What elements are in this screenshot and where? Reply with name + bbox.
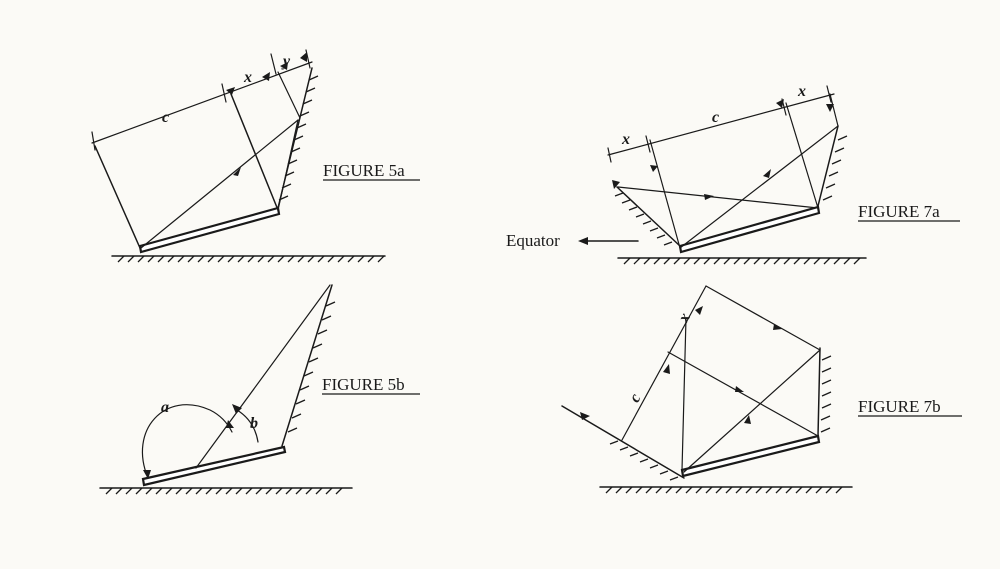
- ray-right: [277, 71, 301, 119]
- ray-arrow: [773, 324, 782, 330]
- ground-hatching: [605, 486, 843, 494]
- ground-hatching: [117, 255, 385, 263]
- ray-arrow: [735, 386, 744, 392]
- wall-hatching: [287, 301, 336, 433]
- figure-7b: c x FIGURE 7b: [561, 285, 962, 494]
- reflected-ray-right: [679, 125, 839, 249]
- dim-arrow: [695, 306, 703, 315]
- left-mirror: [616, 186, 681, 247]
- label-x: x: [243, 69, 252, 86]
- dim-arrow: [280, 62, 288, 70]
- equator-label: Equator: [506, 231, 560, 250]
- dim-arrow: [612, 180, 620, 189]
- angle-a-arc: [142, 404, 233, 479]
- reflected-ray-diag: [683, 349, 821, 473]
- dimension-line: [621, 285, 707, 441]
- reflected-ray: [667, 351, 819, 437]
- ray-arrow: [704, 194, 714, 200]
- ray-top: [705, 285, 821, 351]
- incident-ray: [195, 284, 331, 469]
- dim-arrow: [300, 52, 307, 62]
- label-c: c: [712, 109, 719, 126]
- left-mirror: [561, 405, 685, 479]
- dim-tick: [645, 135, 651, 153]
- label-x-right: x: [797, 83, 806, 100]
- label-c: c: [162, 109, 169, 126]
- dim-arrow: [226, 87, 235, 95]
- label-y: y: [281, 53, 291, 70]
- label-x-left: x: [621, 131, 630, 148]
- dimension-line: [607, 93, 835, 156]
- caption-figure-7a: FIGURE 7a: [858, 202, 940, 221]
- figure-5b: a b FIGURE 5b: [99, 284, 420, 495]
- angle-b-arrow: [232, 404, 242, 414]
- ray-middle: [230, 93, 279, 211]
- caption-figure-5a: FIGURE 5a: [323, 161, 405, 180]
- collector-plate: [141, 445, 287, 487]
- ground-hatching: [623, 257, 861, 265]
- ray-arrow: [763, 169, 771, 178]
- dim-arrow: [262, 72, 270, 81]
- collector-plate: [680, 434, 821, 478]
- ground-hatching: [105, 487, 343, 495]
- equator-arrow: [578, 237, 588, 245]
- dim-arrow: [650, 165, 658, 172]
- wall-hatching: [278, 75, 319, 201]
- left-mirror-hatching: [614, 192, 673, 246]
- angle-a-arrow: [226, 420, 234, 428]
- dim-tick: [607, 147, 612, 163]
- dim-tick: [91, 131, 96, 151]
- label-c: c: [626, 391, 644, 405]
- collector-plate: [678, 205, 821, 254]
- figure-7a: x c x Equator FIGURE 7a: [506, 83, 960, 265]
- reflected-ray: [140, 119, 299, 249]
- dim-arrow: [663, 364, 670, 374]
- mirror-wall: [281, 284, 333, 447]
- ray-arrow: [580, 412, 590, 420]
- right-mirror: [817, 125, 839, 207]
- angle-b-arc: [236, 409, 259, 443]
- ray-right: [785, 102, 819, 209]
- dim-tick: [221, 83, 227, 103]
- right-mirror: [817, 347, 821, 437]
- ray-arrow: [744, 415, 751, 424]
- dim-arrow: [776, 99, 784, 108]
- label-b: b: [250, 415, 258, 432]
- right-mirror-hatching: [820, 355, 832, 433]
- dim-tick: [826, 85, 832, 103]
- figure-5a: c x y FIGURE 5a: [91, 49, 420, 263]
- ray-arrow: [233, 167, 241, 176]
- reflected-ray-lower: [277, 119, 299, 211]
- dimension-line: [91, 61, 313, 144]
- dim-tick: [270, 53, 277, 75]
- caption-figure-5b: FIGURE 5b: [322, 375, 405, 394]
- ray-left: [649, 139, 681, 249]
- label-a: a: [161, 399, 169, 416]
- ray-left: [681, 317, 687, 471]
- ray-left: [94, 145, 141, 249]
- left-mirror-hatching: [609, 440, 679, 481]
- right-mirror-hatching: [822, 135, 848, 201]
- ray-far-right: [829, 93, 839, 127]
- collector-plate: [138, 206, 281, 254]
- angle-a-arrow: [143, 470, 151, 479]
- caption-figure-7b: FIGURE 7b: [858, 397, 941, 416]
- dim-arrow: [826, 104, 834, 112]
- reflected-ray-left: [617, 186, 819, 209]
